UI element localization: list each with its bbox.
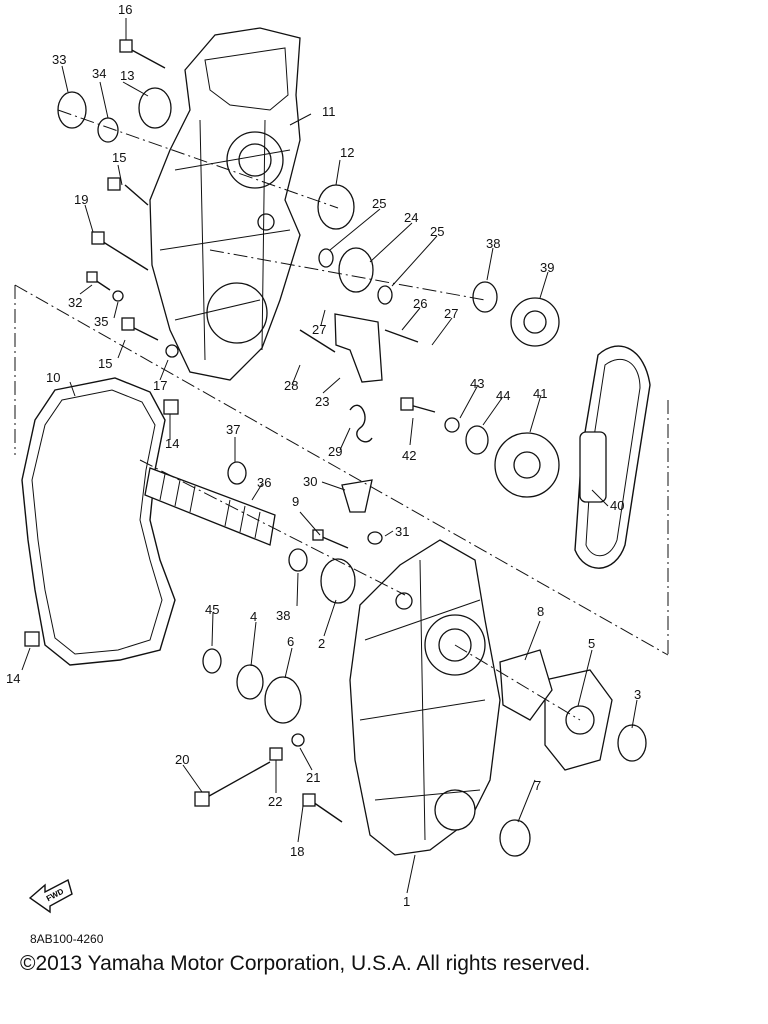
assembly-dashed-lines bbox=[14, 109, 669, 721]
callout-28: 28 bbox=[284, 378, 298, 393]
callout-30: 30 bbox=[303, 474, 317, 489]
callout-2: 2 bbox=[318, 636, 325, 651]
callout-42: 42 bbox=[402, 448, 416, 463]
bolts bbox=[86, 39, 436, 823]
callout-25-left: 25 bbox=[372, 196, 386, 211]
gasket-inner-edge bbox=[31, 389, 163, 655]
callout-37: 37 bbox=[226, 422, 240, 437]
callout-14-left: 14 bbox=[6, 671, 20, 686]
callout-7: 7 bbox=[534, 778, 541, 793]
callout-25-right: 25 bbox=[430, 224, 444, 239]
callout-3: 3 bbox=[634, 687, 641, 702]
callout-19: 19 bbox=[74, 192, 88, 207]
lower-housing bbox=[349, 539, 501, 856]
upper-housing-cover bbox=[149, 27, 301, 381]
callout-40: 40 bbox=[610, 498, 624, 513]
bearings-and-seals bbox=[57, 87, 647, 857]
callout-35: 35 bbox=[94, 314, 108, 329]
callout-41: 41 bbox=[533, 386, 547, 401]
callout-20: 20 bbox=[175, 752, 189, 767]
callout-23: 23 bbox=[315, 394, 329, 409]
callout-21: 21 bbox=[306, 770, 320, 785]
gasket bbox=[21, 377, 176, 666]
fwd-arrow-icon: FWD bbox=[28, 878, 73, 914]
drive-shaft bbox=[144, 467, 276, 546]
drive-chain bbox=[574, 345, 651, 569]
callout-8: 8 bbox=[537, 604, 544, 619]
upper-sprocket bbox=[510, 297, 560, 347]
callout-43: 43 bbox=[470, 376, 484, 391]
fwd-label: FWD bbox=[45, 887, 66, 904]
small-parts bbox=[24, 290, 613, 771]
callout-14-right: 14 bbox=[165, 436, 179, 451]
callout-32: 32 bbox=[68, 295, 82, 310]
callout-1: 1 bbox=[403, 894, 410, 909]
callout-38-lower: 38 bbox=[276, 608, 290, 623]
callout-17: 17 bbox=[153, 378, 167, 393]
callout-5: 5 bbox=[588, 636, 595, 651]
callout-6: 6 bbox=[287, 634, 294, 649]
callout-10: 10 bbox=[46, 370, 60, 385]
callout-38-upper: 38 bbox=[486, 236, 500, 251]
lower-sprocket bbox=[494, 432, 560, 498]
callout-44: 44 bbox=[496, 388, 510, 403]
callout-15-lower: 15 bbox=[98, 356, 112, 371]
callout-16: 16 bbox=[118, 2, 132, 17]
callout-45: 45 bbox=[205, 602, 219, 617]
callout-18: 18 bbox=[290, 844, 304, 859]
callout-33: 33 bbox=[52, 52, 66, 67]
callout-4: 4 bbox=[250, 609, 257, 624]
callout-15-upper: 15 bbox=[112, 150, 126, 165]
callout-numbers: 1 2 3 4 5 6 7 8 9 10 11 12 13 14 14 15 1… bbox=[6, 2, 641, 909]
callout-36: 36 bbox=[257, 475, 271, 490]
callout-9: 9 bbox=[292, 494, 299, 509]
callout-22: 22 bbox=[268, 794, 282, 809]
callout-24: 24 bbox=[404, 210, 418, 225]
callout-11: 11 bbox=[322, 104, 336, 119]
callout-31: 31 bbox=[395, 524, 409, 539]
copyright-notice: ©2013 Yamaha Motor Corporation, U.S.A. A… bbox=[20, 952, 591, 975]
callout-27-left: 27 bbox=[312, 322, 326, 337]
callout-39: 39 bbox=[540, 260, 554, 275]
callout-26: 26 bbox=[413, 296, 427, 311]
callout-12: 12 bbox=[340, 145, 354, 160]
diagram-code: 8AB100-4260 bbox=[30, 932, 104, 946]
callout-29: 29 bbox=[328, 444, 342, 459]
leader-lines bbox=[21, 18, 638, 894]
callout-13: 13 bbox=[120, 68, 134, 83]
callout-34: 34 bbox=[92, 66, 106, 81]
callout-27-right: 27 bbox=[444, 306, 458, 321]
